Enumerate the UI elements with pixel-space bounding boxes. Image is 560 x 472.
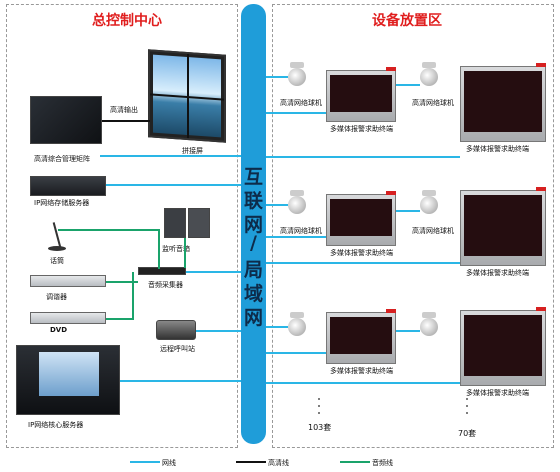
terminal-2b-device (460, 187, 546, 266)
terminal-1a-device (326, 67, 396, 122)
camera-2b-label: 高清网络球机 (412, 227, 454, 235)
audio-collector-device (138, 267, 186, 275)
hd-matrix-device (30, 96, 102, 144)
row3-cam-line (266, 326, 288, 328)
tuner-audio-line (106, 281, 138, 283)
mic-base (48, 246, 66, 251)
dvd-device (30, 312, 106, 324)
monitor-speaker-label: 监听音箱 (162, 245, 190, 253)
ellipsis-dot (466, 412, 468, 414)
row1-cam-line (266, 76, 288, 78)
camera-3b-icon (420, 312, 438, 342)
mic-audio-line (58, 229, 158, 231)
bus-label-2: 联 (243, 190, 263, 212)
terminal-1b-device (460, 63, 546, 142)
bus-label-4: / (250, 232, 257, 254)
legend-audio-line (340, 461, 370, 463)
ellipsis-dot (466, 405, 468, 407)
camera-2b-icon (420, 190, 438, 220)
terminal-3b-label: 多媒体报警求助终端 (466, 389, 529, 397)
storage-server-device (30, 176, 106, 196)
audio-collector-label: 音频采集器 (148, 281, 183, 289)
row1-cam2-line (396, 84, 420, 86)
legend-network-label: 网线 (162, 459, 176, 467)
row2-cam-line (266, 204, 288, 206)
ellipsis-dot (466, 398, 468, 400)
device-area-title: 设备放置区 (372, 13, 442, 29)
count-left-label: 103套 (308, 423, 332, 432)
camera-2a-icon (288, 190, 306, 220)
camera-3a-icon (288, 312, 306, 342)
legend-hd-line (236, 461, 266, 463)
camera-1b-icon (420, 62, 438, 92)
hd-matrix-label: 高清综合管理矩阵 (34, 155, 90, 163)
row3-cam2-line (396, 330, 420, 332)
dvd-label: DVD (50, 326, 68, 334)
bus-label-1: 互 (243, 166, 263, 188)
network-bus (241, 4, 266, 444)
mic-audio-vline (158, 229, 160, 269)
tuner-label: 调谐器 (46, 293, 67, 301)
bus-label-3: 网 (243, 214, 263, 236)
speaker-right-device (188, 208, 210, 238)
row2-cam2-line (396, 210, 420, 212)
terminal-1a-label: 多媒体报警求助终端 (330, 125, 393, 133)
device-area-panel (272, 4, 554, 448)
ellipsis-dot (318, 398, 320, 400)
row1-term2-line (266, 156, 460, 158)
matrix-net-line (100, 155, 241, 157)
intercom-device (156, 320, 196, 340)
tuner-device (30, 275, 106, 287)
count-right-label: 70套 (458, 429, 477, 438)
ellipsis-dot (318, 405, 320, 407)
speaker-left-device (164, 208, 186, 238)
bus-label-7: 网 (243, 307, 263, 329)
legend-network-line (130, 461, 160, 463)
row3-term2-line (266, 382, 460, 384)
terminal-1b-label: 多媒体报警求助终端 (466, 145, 529, 153)
dvd-audio-line (106, 318, 132, 320)
intercom-net-line (196, 330, 241, 332)
legend-hd-label: 高清线 (268, 459, 289, 467)
storage-server-label: IP网络存储服务器 (34, 199, 90, 207)
core-net-line (120, 380, 241, 382)
intercom-label: 远程呼叫站 (160, 345, 195, 353)
terminal-3b-device (460, 307, 546, 386)
storage-net-line (106, 184, 241, 186)
legend-audio-label: 音频线 (372, 459, 393, 467)
bus-label-5: 局 (243, 259, 263, 281)
control-center-title: 总控制中心 (92, 13, 162, 29)
speaker-audio-vline (184, 238, 186, 268)
hd-output-line (102, 120, 150, 122)
row1-term-line (266, 112, 326, 114)
camera-1a-icon (288, 62, 306, 92)
camera-2a-label: 高清网络球机 (280, 227, 322, 235)
hd-output-label: 高清输出 (110, 106, 138, 114)
camera-1a-label: 高清网络球机 (280, 99, 322, 107)
camera-1b-label: 高清网络球机 (412, 99, 454, 107)
terminal-2a-label: 多媒体报警求助终端 (330, 249, 393, 257)
ellipsis-dot (318, 412, 320, 414)
bus-label-6: 域 (243, 283, 263, 305)
terminal-2a-device (326, 191, 396, 246)
row3-term-line (266, 352, 326, 354)
control-center-panel (6, 4, 238, 448)
terminal-2b-label: 多媒体报警求助终端 (466, 269, 529, 277)
mic-label: 话筒 (50, 257, 64, 265)
terminal-3a-device (326, 309, 396, 364)
row2-term-line (266, 236, 326, 238)
core-server-label: IP网络核心服务器 (28, 421, 84, 429)
dvd-audio-vline (132, 272, 134, 320)
splice-screen-device (148, 49, 226, 143)
core-server-device (16, 345, 120, 415)
row2-term2-line (266, 262, 460, 264)
splice-screen-label: 拼接屏 (182, 147, 203, 155)
collector-net-line (186, 271, 241, 273)
terminal-3a-label: 多媒体报警求助终端 (330, 367, 393, 375)
